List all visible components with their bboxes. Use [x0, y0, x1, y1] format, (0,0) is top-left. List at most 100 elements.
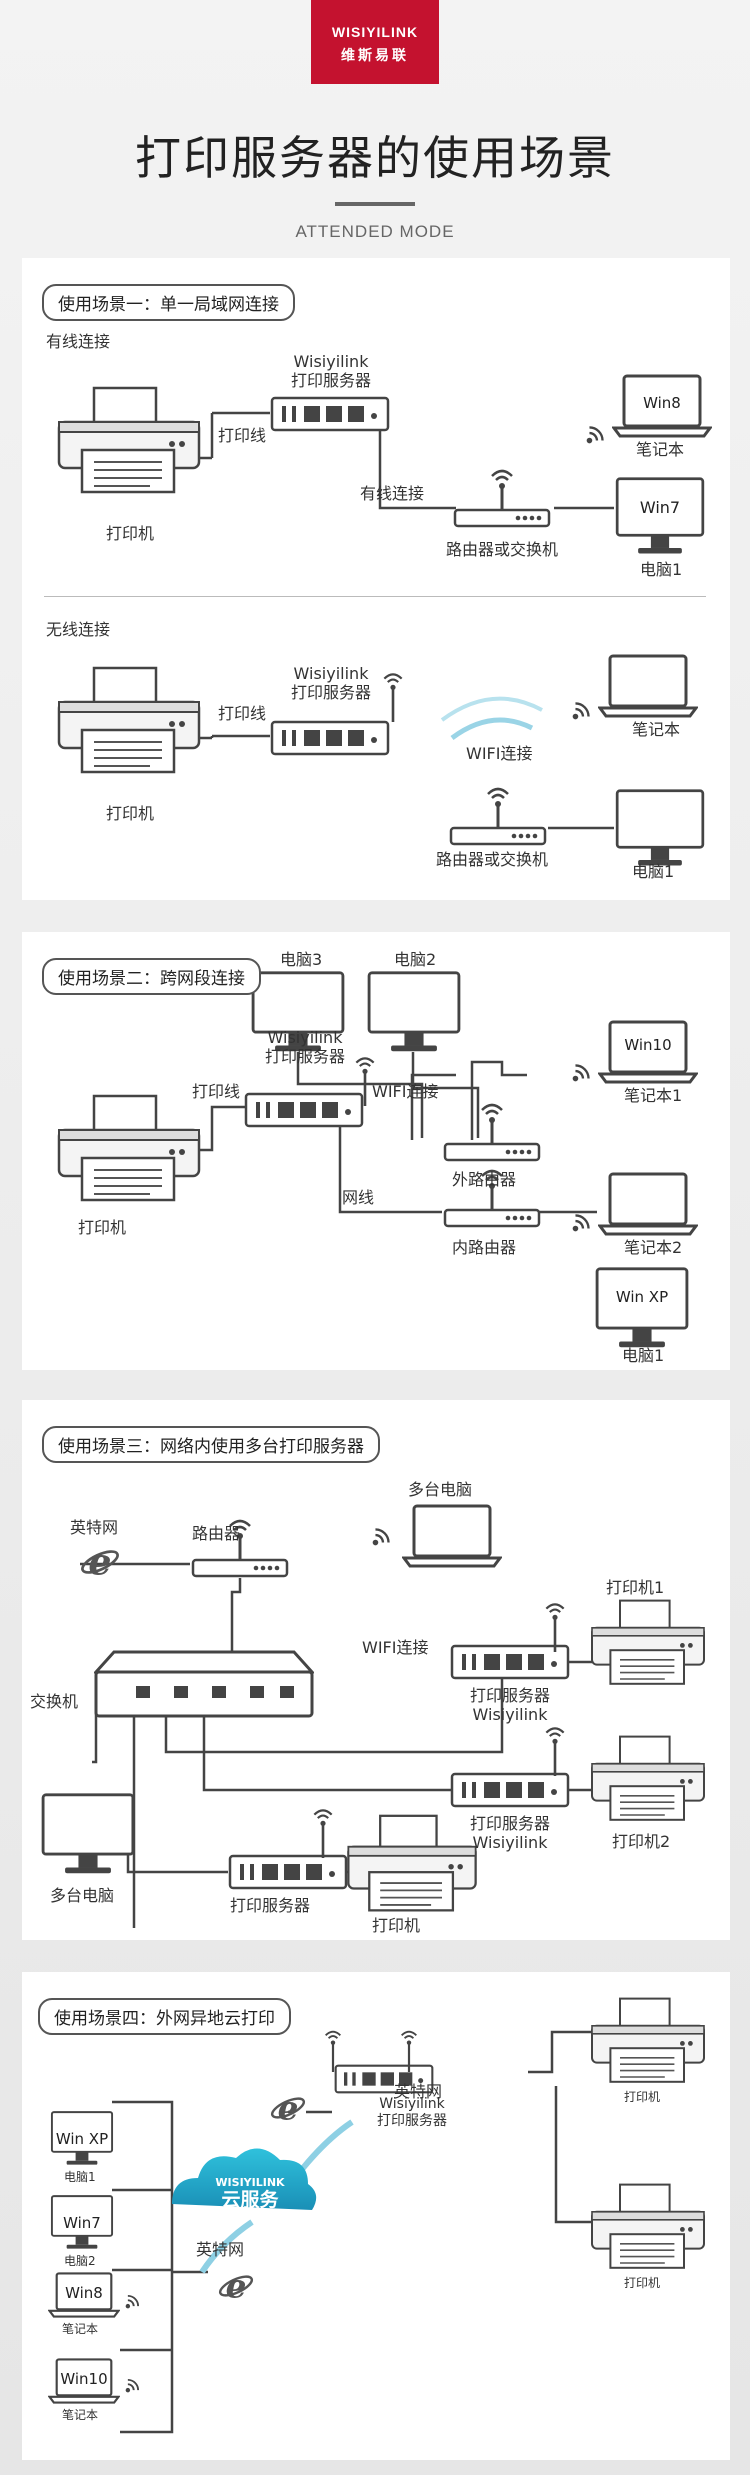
switch-icon: [94, 1650, 314, 1718]
switch-label: 交换机: [30, 1692, 79, 1711]
scenario-3-panel: 使用场景三：网络内使用多台打印服务器 英特网 路由器 多台电脑 打印机1 WIF…: [22, 1400, 730, 1940]
server-name: Wisiyilink: [472, 1833, 548, 1853]
pc2-label: 电脑2: [394, 950, 437, 969]
server-name: Wisiyilink: [267, 1028, 343, 1047]
router-label: 路由器或交换机: [446, 540, 559, 559]
antenna-icon: [312, 1808, 334, 1860]
wifi-icon: [371, 1528, 390, 1547]
laptop-screen-text: Win8: [643, 394, 681, 412]
scenario-3-diagram: [41, 1504, 706, 1928]
printer-label: 打印机: [78, 1218, 127, 1237]
wifi-icon: [571, 1064, 590, 1083]
scenario-4-diagram: [48, 1997, 706, 2434]
internet-label: 英特网: [70, 1518, 119, 1537]
inner-router-label: 内路由器: [452, 1238, 517, 1257]
router-label: 路由器: [192, 1524, 241, 1543]
printer-icon: [590, 1735, 706, 1821]
pc-label: 电脑1: [632, 862, 675, 881]
server-type: 打印服务器: [469, 1814, 550, 1833]
cloud-service-title: 云服务: [221, 2189, 279, 2212]
printer-icon: [590, 1997, 706, 2083]
pc3-label: 电脑3: [280, 950, 323, 969]
multi-pc-label: 多台电脑: [408, 1480, 473, 1499]
cloud-icon: [172, 2148, 317, 2210]
cloud-service-label: WISIYILINK 云服务: [192, 2176, 308, 2212]
print-server-icon: [450, 1772, 570, 1808]
notebook2-label: 笔记本2: [624, 1238, 683, 1257]
multi-pc-label: 多台电脑: [50, 1886, 115, 1905]
monitor-icon: [41, 1793, 135, 1875]
pc-screen-text: Win7: [639, 498, 681, 517]
pc1-screen-text: Win XP: [615, 1288, 669, 1306]
monitor-icon: [367, 971, 461, 1053]
wifi-icon: [124, 2378, 140, 2394]
printer-icon: [590, 1599, 706, 1685]
pc1-label: 电脑1: [622, 1346, 665, 1365]
scenario-2-diagram: [57, 971, 698, 1349]
brand-name-en: WISIYILINK: [331, 24, 419, 40]
wifi-label: WIFI连接: [372, 1082, 439, 1101]
device-label: 笔记本: [62, 2322, 99, 2336]
page-subtitle: ATTENDED MODE: [295, 222, 455, 241]
antenna-icon: [544, 1726, 566, 1778]
server-type: 打印服务器: [377, 2112, 447, 2129]
internet-icon: [270, 2090, 306, 2126]
internet-icon: [218, 2268, 254, 2304]
printer-label: 打印机: [624, 2276, 661, 2290]
print-server-icon: [244, 1092, 364, 1128]
server-type: 打印服务器: [469, 1686, 550, 1705]
device-label: 电脑2: [64, 2254, 96, 2268]
print-server-icon: [450, 1644, 570, 1680]
wired-conn-label: 有线连接: [360, 484, 425, 503]
wired-heading: 有线连接: [46, 332, 111, 351]
wifi-icon: [585, 426, 604, 445]
scenario-2-tag: 使用场景二：跨网段连接: [42, 958, 261, 995]
internet-label: 英特网: [196, 2240, 245, 2259]
scenario-3-tag: 使用场景三：网络内使用多台打印服务器: [42, 1426, 380, 1463]
server-type: 打印服务器: [264, 1047, 345, 1067]
device-screen-text: Win XP: [55, 2130, 109, 2148]
monitor-icon: [615, 789, 705, 867]
printer-label: 打印机: [624, 2090, 661, 2104]
printer-label: 打印机: [106, 804, 155, 823]
server-name: Wisiyilink: [472, 1705, 548, 1725]
wifi-label: WIFI连接: [362, 1638, 429, 1657]
wireless-heading: 无线连接: [46, 620, 111, 639]
wifi-icon: [571, 702, 590, 721]
print-server-icon: [270, 396, 390, 432]
device-screen-text: Win8: [65, 2284, 103, 2302]
cloud-service-name: WISIYILINK: [215, 2176, 285, 2189]
notebook1-screen-text: Win10: [624, 1036, 672, 1054]
network-cable-label: 网线: [342, 1188, 375, 1207]
printer-label: 打印机: [106, 524, 155, 543]
monitor-icon: [595, 1267, 689, 1349]
wifi-label: WIFI连接: [466, 744, 533, 763]
print-server-icon: [228, 1854, 348, 1890]
cable-label: 打印线: [218, 426, 267, 445]
server-label: 打印服务器: [230, 1896, 311, 1915]
device-label: 笔记本: [62, 2408, 99, 2422]
laptop-icon: [402, 1504, 502, 1568]
printer1-label: 打印机1: [606, 1578, 665, 1597]
print-server-icon: [270, 720, 390, 756]
server-name: Wisiyilink: [293, 664, 369, 683]
divider: [44, 596, 706, 597]
laptop-label: 笔记本: [636, 440, 685, 459]
device-screen-text: Win10: [60, 2370, 108, 2388]
printer-icon: [590, 2183, 706, 2269]
scenario-1-tag: 使用场景一：单一局域网连接: [42, 284, 295, 321]
title-underline: [335, 202, 415, 206]
printer-icon: [57, 386, 201, 494]
wifi-icon: [571, 1214, 590, 1233]
page-title: 打印服务器的使用场景: [135, 131, 615, 185]
scenario-2-panel: 使用场景二：跨网段连接 电脑3 电脑2 Win10 笔记本1 Wisiyilin…: [22, 932, 730, 1370]
scenario-1-diagram: [57, 374, 712, 867]
